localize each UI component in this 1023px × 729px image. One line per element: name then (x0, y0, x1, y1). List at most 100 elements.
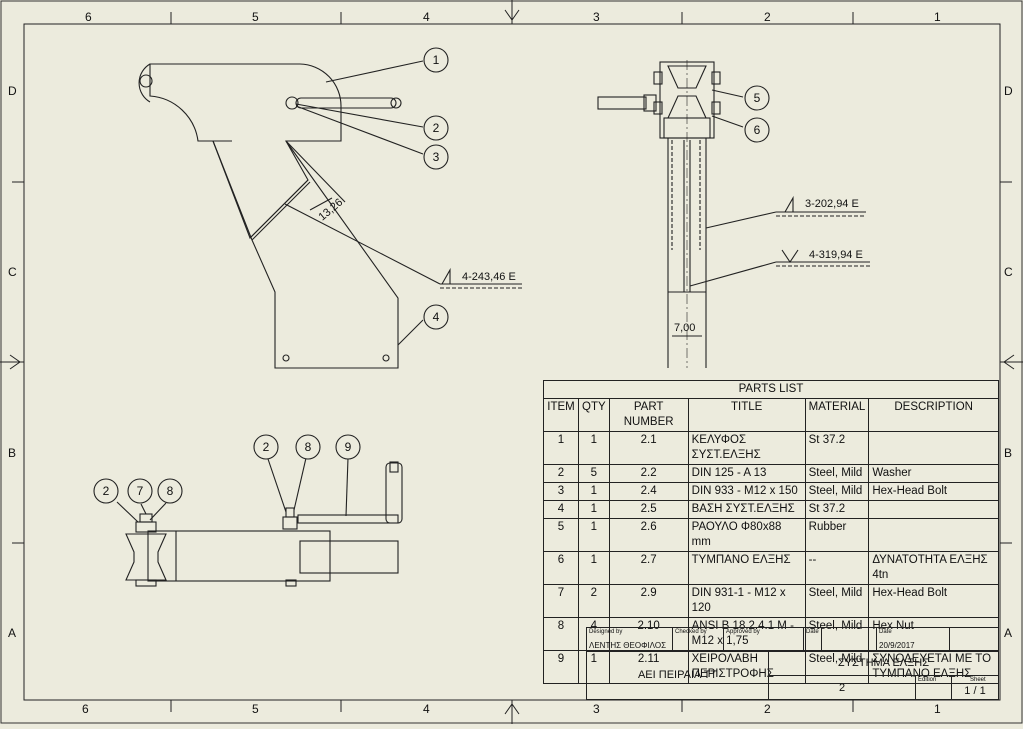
zone-left-B: B (8, 446, 16, 460)
approved-by-cell: Approved by (723, 627, 804, 652)
drawing-number-cell: 2 (768, 675, 916, 700)
balloon-9: 9 (345, 440, 352, 454)
edition-label: Edition (918, 677, 937, 683)
balloon-7: 7 (137, 484, 144, 498)
material-cell: Steel, Mild (804, 650, 870, 684)
date-value: 20/9/2017 (879, 641, 915, 650)
item-cell: 1 (543, 431, 579, 465)
item-cell: 9 (543, 650, 579, 684)
zone-left-D: D (8, 84, 17, 98)
zone-bottom-5: 5 (252, 702, 259, 716)
balloon-2: 2 (433, 121, 440, 135)
title-cell: ΡΑΟΥΛΟ Φ80x88 mm (687, 518, 806, 552)
date-cell-1: Date (803, 627, 822, 652)
zone-right-A: A (1004, 626, 1012, 640)
title-cell: ΤΥΜΠΑΝΟ ΕΛΞΗΣ (687, 551, 806, 585)
zone-left-A: A (8, 626, 16, 640)
title-cell: ΚΕΛΥΦΟΣ ΣΥΣΤ.ΕΛΞΗΣ (687, 431, 806, 465)
part-number-cell: 2.2 (608, 464, 689, 483)
material-cell: Rubber (804, 518, 870, 552)
qty-cell: 1 (578, 650, 610, 684)
zone-right-C: C (1004, 265, 1013, 279)
title-cell: ANSI B 18.2.4.1 M - M12 x 1,75 (687, 617, 806, 651)
zone-left-C: C (8, 265, 17, 279)
part-number-cell: 2.1 (608, 431, 689, 465)
qty-cell: 1 (578, 551, 610, 585)
weld-upper-label: 3-202,94 E (805, 198, 859, 210)
balloon-2b: 2 (103, 484, 110, 498)
title-cell: ΒΑΣΗ ΣΥΣΤ.ΕΛΞΗΣ (687, 500, 806, 519)
material-cell: Steel, Mild (804, 584, 870, 618)
title-block: Designed by ΛΕΝΤΗΣ ΘΕΟΦΙΛΟΣ Checked by A… (586, 627, 999, 700)
blank-cell (821, 627, 877, 652)
item-cell: 6 (543, 551, 579, 585)
col-part-number: PART NUMBER (608, 398, 689, 432)
balloon-5: 5 (754, 91, 761, 105)
checked-by-cell: Checked by (672, 627, 724, 652)
blank-cell-2 (949, 627, 999, 652)
description-cell: Hex-Head Bolt (868, 584, 999, 618)
item-cell: 4 (543, 500, 579, 519)
designed-by-label: Designed by (589, 629, 623, 635)
balloon-8b: 8 (305, 440, 312, 454)
qty-cell: 2 (578, 584, 610, 618)
qty-cell: 5 (578, 464, 610, 483)
zone-top-4: 4 (423, 10, 430, 24)
material-cell: St 37.2 (804, 500, 870, 519)
date-cell-2: Date 20/9/2017 (876, 627, 950, 652)
parts-list-table: PARTS LIST ITEM QTY PART NUMBER TITLE MA… (543, 380, 999, 684)
part-number-cell: 2.9 (608, 584, 689, 618)
parts-list-header: ITEM QTY PART NUMBER TITLE MATERIAL DESC… (543, 398, 999, 432)
designed-by-cell: Designed by ΛΕΝΤΗΣ ΘΕΟΦΙΛΟΣ (586, 627, 673, 652)
title-cell: DIN 125 - A 13 (687, 464, 806, 483)
material-cell: Steel, Mild (804, 482, 870, 501)
parts-list-title: PARTS LIST (543, 380, 999, 399)
col-title: TITLE (687, 398, 806, 432)
item-cell: 5 (543, 518, 579, 552)
title-cell: ΧΕΙΡΟΛΑΒΗ ΠΕΡΙΣΤΡΟΦΗΣ (687, 650, 806, 684)
organization-cell: ΑΕΙ ΠΕΙΡΑΙΑ ΤΤ (586, 651, 769, 700)
item-cell: 7 (543, 584, 579, 618)
qty-cell: 1 (578, 431, 610, 465)
balloon-labels: 1 2 3 4 5 6 2 7 8 2 8 9 (103, 53, 761, 498)
checked-by-label: Checked by (675, 629, 707, 635)
side-view (597, 60, 870, 368)
description-cell (868, 431, 999, 465)
part-number-cell: 2.5 (608, 500, 689, 519)
part-number-cell: 2.6 (608, 518, 689, 552)
top-view (116, 457, 403, 587)
balloon-8: 8 (167, 484, 174, 498)
qty-cell: 4 (578, 617, 610, 651)
date-label-1: Date (806, 629, 819, 635)
col-qty: QTY (578, 398, 610, 432)
material-cell: St 37.2 (804, 431, 870, 465)
item-cell: 2 (543, 464, 579, 483)
balloon-1: 1 (433, 53, 440, 67)
balloon-4: 4 (433, 310, 440, 324)
zone-top-1: 1 (934, 10, 941, 24)
zone-right-B: B (1004, 446, 1012, 460)
qty-cell: 1 (578, 500, 610, 519)
col-item: ITEM (543, 398, 579, 432)
balloon-3: 3 (433, 150, 440, 164)
designed-by-value: ΛΕΝΤΗΣ ΘΕΟΦΙΛΟΣ (589, 641, 667, 650)
zone-bottom-3: 3 (593, 702, 600, 716)
weld-lower-label: 4-319,94 E (809, 249, 863, 261)
zone-bottom-1: 1 (934, 702, 941, 716)
zone-right-D: D (1004, 84, 1013, 98)
zone-top-2: 2 (764, 10, 771, 24)
dim-gap: 7,00 (674, 322, 695, 334)
balloon-circles (93, 47, 770, 504)
dim-thickness: 13,26 (316, 196, 345, 223)
